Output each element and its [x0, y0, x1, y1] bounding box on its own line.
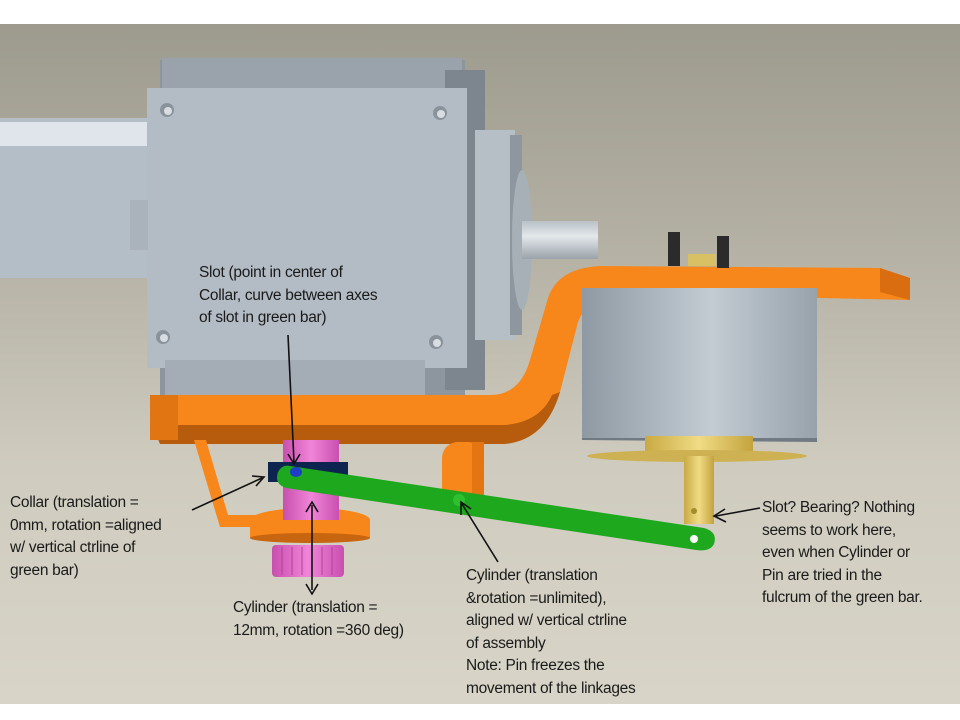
annotation-arrows	[191, 334, 761, 596]
annotation-cylinder-pink: Cylinder (translation = 12mm, rotation =…	[233, 599, 404, 639]
housing	[130, 58, 485, 400]
annotation-cylinder-pivot: Cylinder (translation &rotation =unlimit…	[466, 567, 636, 697]
annotation-collar: Collar (translation = 0mm, rotation =ali…	[10, 494, 162, 579]
annotation-slot-collar: Slot (point in center of Collar, curve b…	[199, 264, 378, 326]
drum-cylinder	[582, 288, 817, 442]
cad-scene: Slot (point in center of Collar, curve b…	[0, 24, 960, 704]
green-bar	[277, 465, 715, 551]
brass-pin	[587, 436, 807, 524]
mechanism-drawing	[0, 58, 910, 596]
orange-foot	[194, 440, 370, 543]
top-studs	[668, 232, 729, 268]
left-body	[0, 118, 150, 278]
motor-shaft	[475, 130, 598, 340]
orange-bracket	[150, 266, 910, 444]
annotation-slot-bearing: Slot? Bearing? Nothing seems to work her…	[762, 499, 923, 606]
